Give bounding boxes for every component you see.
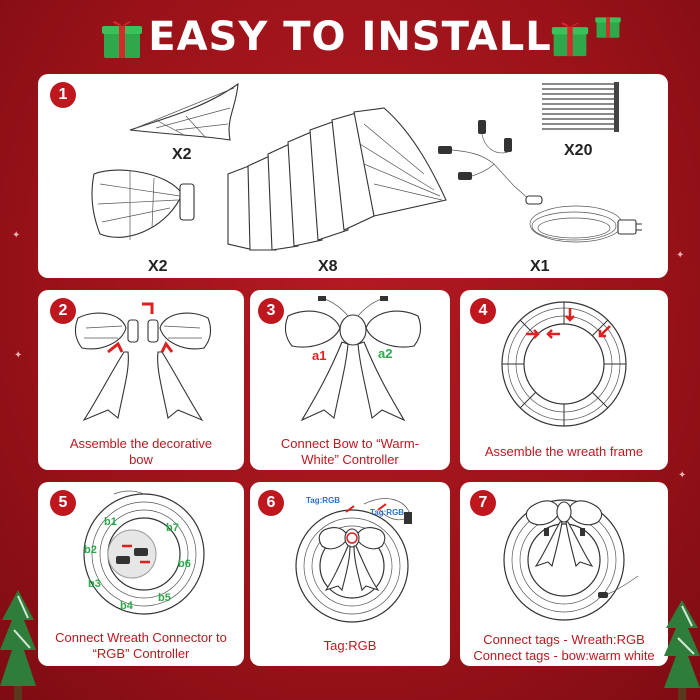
bow-label-a1: a1 <box>312 348 327 363</box>
qty-label: X20 <box>564 142 593 159</box>
step-7-panel: 7 Connect tags - Wreath:RGB Connect tags… <box>460 482 668 666</box>
wreath-connector-diagram <box>83 490 205 615</box>
step-2-panel: 2 Assemble the decorative bow <box>38 290 244 470</box>
bow-label-a2: a2 <box>378 346 393 361</box>
wreath-frame-segments-icon <box>227 107 447 251</box>
controller-cable-icon <box>438 120 642 243</box>
step-1-panel: 1 X2 X2 X8 <box>38 74 668 278</box>
wreath-label-b5: b5 <box>158 592 171 604</box>
step-6-panel: 6 Tag:RGB Tag:RGB Tag:RGB <box>250 482 450 666</box>
step-4-panel: 4 Assemble the wreath frame <box>460 290 668 470</box>
step-3-number: 3 <box>258 298 284 324</box>
snowflake-icon: ✦ <box>678 470 687 481</box>
qty-label: X8 <box>318 258 338 275</box>
snowflake-icon: ✦ <box>676 250 685 261</box>
step-5-caption: Connect Wreath Connector to “RGB” Contro… <box>55 630 227 661</box>
rgb-tag-label: Tag:RGB <box>306 496 341 505</box>
step-7-number: 7 <box>470 490 496 516</box>
step-1-number: 1 <box>50 82 76 108</box>
wreath-label-b3: b3 <box>88 578 101 590</box>
page-title: EASY TO INSTALL <box>148 14 552 60</box>
step-7-caption-line-2: Connect tags - bow:warm white <box>473 648 655 663</box>
step-4-number: 4 <box>470 298 496 324</box>
snowflake-icon: ✦ <box>14 350 23 361</box>
bow-controller-diagram <box>284 296 422 422</box>
step-5-panel: 5 b1 b2 b3 b4 b5 b6 b7 Connect Wreath Co… <box>38 482 244 666</box>
christmas-tree-icon <box>0 590 36 700</box>
wreath-label-b7: b7 <box>166 522 179 534</box>
step-4-caption: Assemble the wreath frame <box>484 444 644 459</box>
wreath-frame-diagram <box>501 301 627 427</box>
step-3-caption: Connect Bow to “Warm-White” Controller <box>280 436 420 467</box>
bow-tail-part-icon <box>129 82 239 141</box>
gift-icon <box>551 22 589 57</box>
wreath-label-b1: b1 <box>104 516 117 528</box>
qty-label: X1 <box>530 258 550 275</box>
wreath-label-b2: b2 <box>84 544 97 556</box>
qty-label: X2 <box>148 258 168 275</box>
zip-ties-icon <box>542 82 619 132</box>
gift-icon <box>102 21 142 58</box>
qty-label: X2 <box>172 146 192 163</box>
step-6-caption: Tag:RGB <box>323 638 377 653</box>
bow-loop-part-icon <box>91 169 195 240</box>
step-5-number: 5 <box>50 490 76 516</box>
gift-icon <box>595 17 621 38</box>
step-7-caption-line-1: Connect tags - Wreath:RGB <box>483 632 645 647</box>
bow-assembly-diagram <box>74 302 212 422</box>
christmas-tree-icon <box>664 600 700 700</box>
rgb-tag-label: Tag:RGB <box>370 508 405 517</box>
step-2-number: 2 <box>50 298 76 324</box>
step-6-number: 6 <box>258 490 284 516</box>
step-3-panel: 3 a1 a2 Connect Bow to “Warm-White” Cont… <box>250 290 450 470</box>
wreath-label-b6: b6 <box>178 558 191 570</box>
snowflake-icon: ✦ <box>12 230 21 241</box>
wreath-label-b4: b4 <box>120 600 133 612</box>
final-assembly-diagram <box>503 499 639 621</box>
rgb-tag-diagram <box>295 498 412 623</box>
step-2-caption: Assemble the decorative bow <box>69 436 213 467</box>
